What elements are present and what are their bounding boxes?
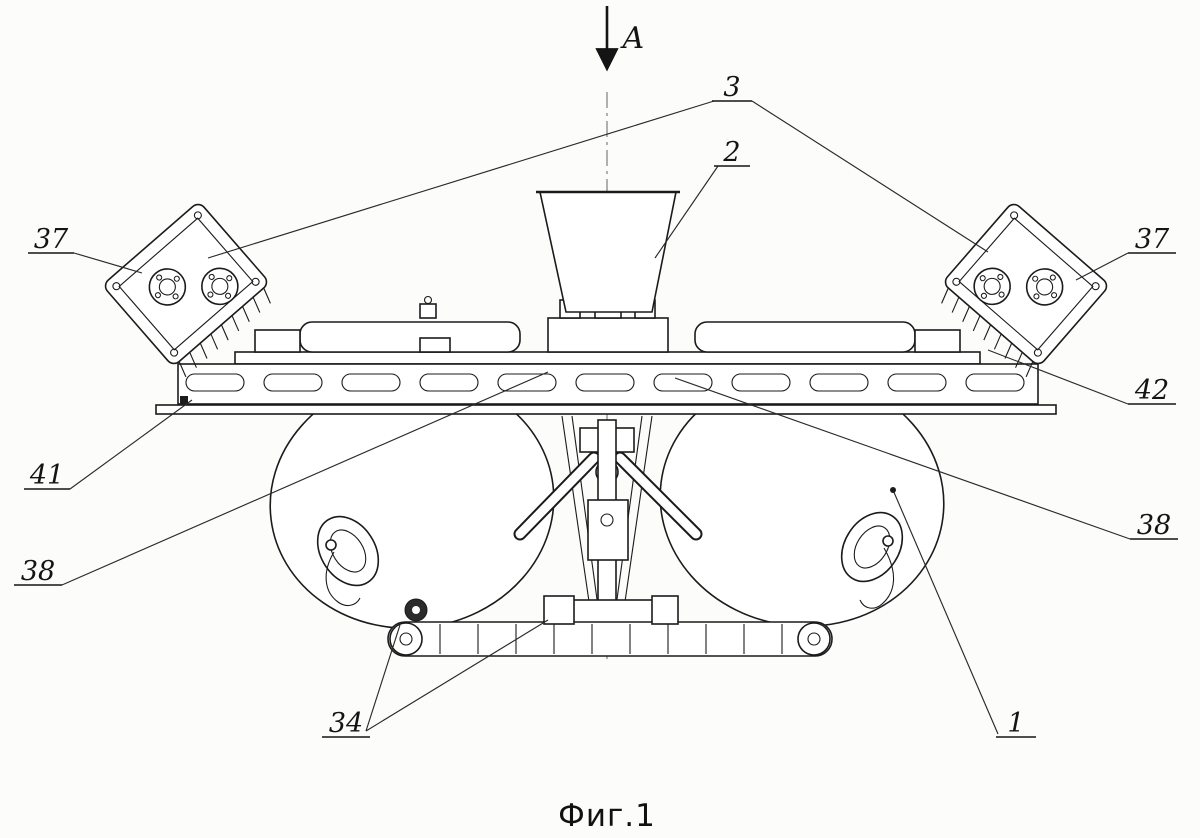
right-tank-nozzle <box>882 535 894 547</box>
roller-bar <box>387 595 833 657</box>
callout-2: 2 <box>722 137 740 168</box>
hopper <box>536 190 680 313</box>
view-direction-label: А <box>620 21 645 56</box>
support-plate <box>155 404 1057 415</box>
right-seeder-unit <box>941 203 1108 378</box>
leader-dot-1 <box>890 487 896 493</box>
right-hose <box>859 547 895 609</box>
central-frame <box>513 415 703 647</box>
callout-42: 42 <box>1134 375 1169 406</box>
left-hose <box>325 551 361 607</box>
plate-end-block <box>180 396 188 404</box>
callout-3: 3 <box>723 72 740 103</box>
figure-caption: Фиг.1 <box>558 798 656 834</box>
leader-lines <box>61 100 1131 735</box>
comb-teeth <box>178 287 271 378</box>
callout-38-right: 38 <box>1137 510 1171 541</box>
callout-37-right: 37 <box>1135 224 1170 255</box>
callouts: 3 2 37 37 42 41 38 38 34 1 <box>14 72 1178 739</box>
callout-38-left: 38 <box>21 556 55 587</box>
left-seeder-unit <box>104 203 271 378</box>
right-tank <box>659 372 945 628</box>
slotted-beam <box>155 363 1057 415</box>
callout-41: 41 <box>29 460 64 491</box>
comb-teeth <box>941 287 1034 378</box>
callout-34: 34 <box>329 708 363 739</box>
left-tank-nozzle <box>325 539 337 551</box>
callout-37-left: 37 <box>34 224 69 255</box>
left-tank <box>269 374 555 630</box>
callout-1: 1 <box>1007 708 1024 739</box>
